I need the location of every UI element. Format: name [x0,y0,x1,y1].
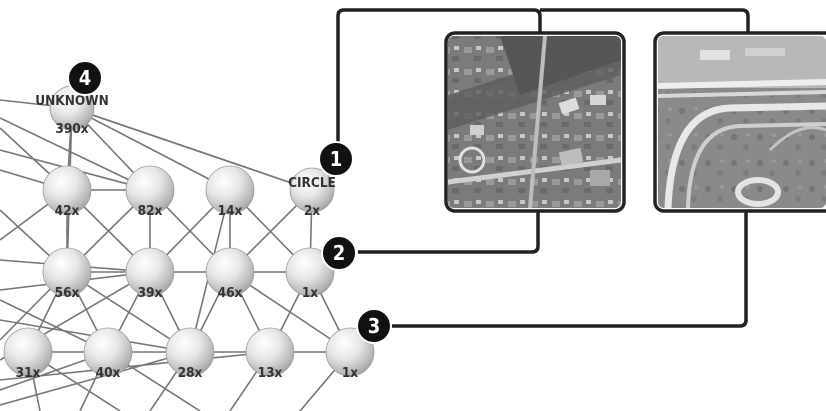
marker-1-badge [318,141,354,177]
connector-lines [336,8,750,328]
marker-4-number: 4 [79,66,92,90]
connector-line-2 [358,210,540,254]
graph-edge [71,107,313,191]
node-r2c1 [42,247,92,297]
node-count: 1x [302,285,318,301]
node-r3c3 [245,327,295,377]
node-r1c2 [125,165,175,215]
node-count: 28x [178,365,203,381]
aerial-image-1 [444,31,626,213]
marker-2-badge [321,235,357,271]
marker-3-badge [356,308,392,344]
node-count: 56x [55,285,80,301]
node-r3c2 [165,327,215,377]
node-r2c2 [125,247,175,297]
node-count: 390x [55,121,88,137]
graph-edge [0,351,271,381]
node-r3c1 [83,327,133,377]
numbered-markers: 1 2 3 4 [67,60,392,344]
graph-edge [71,107,231,191]
connector-line-1b [540,8,750,36]
connector-line-1 [336,8,542,148]
marker-2-number: 2 [333,241,346,265]
node-count: 31x [16,365,41,381]
node-r2c4 [285,247,335,297]
node-r1c3 [205,165,255,215]
node-r2c3 [205,247,255,297]
node-name: CIRCLE [288,175,336,191]
node-labels: 390x UNKNOWN 42x 82x 14x 2x CIRCLE 56x 39x 46x 1x 3… [16,93,359,381]
connector-line-3 [390,210,748,328]
node-count: 46x [218,285,243,301]
marker-3-number: 3 [368,314,381,338]
node-r3c0 [3,327,53,377]
marker-1-number: 1 [330,147,343,171]
graph-edge [0,117,151,191]
node-count: 82x [138,203,163,219]
aerial-image-2 [653,31,826,213]
node-count: 14x [218,203,243,219]
node-count: 1x [342,365,358,381]
node-r3c4 [325,327,375,377]
node-r1c1 [42,165,92,215]
node-name: UNKNOWN [35,93,109,109]
node-count: 13x [258,365,283,381]
node-count: 2x [304,203,320,219]
graph-nodes [3,85,375,377]
marker-4-badge [67,60,103,96]
node-circle [289,167,335,213]
node-count: 42x [55,203,80,219]
node-count: 40x [96,365,121,381]
node-count: 39x [138,285,163,301]
